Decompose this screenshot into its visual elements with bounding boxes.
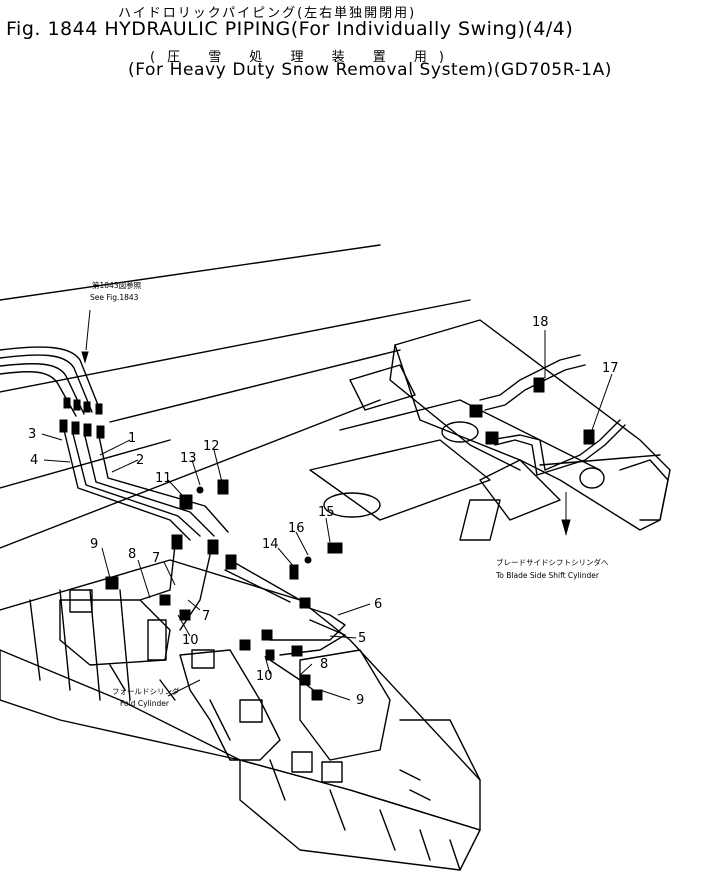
- callout-15: 15: [318, 505, 335, 520]
- callout-10a: 10: [182, 633, 199, 648]
- note-blade-en: To Blade Side Shift Cylinder: [495, 571, 600, 580]
- callout-8b: 8: [320, 657, 328, 672]
- callout-3: 3: [28, 427, 36, 442]
- callout-1: 1: [128, 431, 136, 446]
- callout-8a: 8: [128, 547, 136, 562]
- callout-16: 16: [288, 521, 305, 536]
- note-ref-jp: 第1843図参照: [92, 280, 142, 290]
- callout-13: 13: [180, 451, 197, 466]
- callout-12: 12: [203, 439, 220, 454]
- callout-11: 11: [155, 471, 172, 486]
- callout-5: 5: [358, 631, 366, 646]
- callout-10b: 10: [256, 669, 273, 684]
- notes: 第1843図参照 See Fig.1843 ブレードサイドシフトシリンダへ To…: [90, 280, 609, 708]
- note-fold-en: Fold Cylinder: [120, 699, 170, 708]
- callout-14: 14: [262, 537, 279, 552]
- machine-frame: [0, 244, 671, 871]
- callout-2: 2: [136, 453, 144, 468]
- callout-18: 18: [532, 315, 549, 330]
- japanese-subtitle: (圧 雪 処 理 装 置 用): [150, 50, 456, 65]
- figure-title: Fig. 1844 HYDRAULIC PIPING(For Individua…: [6, 18, 574, 40]
- callout-4: 4: [30, 453, 38, 468]
- callout-7a: 7: [152, 551, 160, 566]
- pipe-bundle: [0, 346, 626, 696]
- callout-9b: 9: [356, 693, 364, 708]
- leader-lines: [41, 309, 613, 701]
- note-fold-jp: フォールドシリンダ: [112, 686, 180, 696]
- callout-7b: 7: [202, 609, 210, 624]
- callout-6: 6: [374, 597, 382, 612]
- callout-17: 17: [602, 361, 619, 376]
- callout-9a: 9: [90, 537, 98, 552]
- note-ref-en: See Fig.1843: [90, 293, 139, 302]
- note-blade-jp: ブレードサイドシフトシリンダへ: [496, 557, 609, 567]
- callout-labels: 1 2 3 4 5 6 7 7 8 8 9 9 10 10 11 12 13 1…: [28, 315, 619, 708]
- figure-subtitle: (For Heavy Duty Snow Removal System)(GD7…: [128, 60, 613, 80]
- japanese-title: ハイドロリックパイピング(左右単独開閉用): [118, 6, 417, 21]
- fittings: [59, 377, 595, 701]
